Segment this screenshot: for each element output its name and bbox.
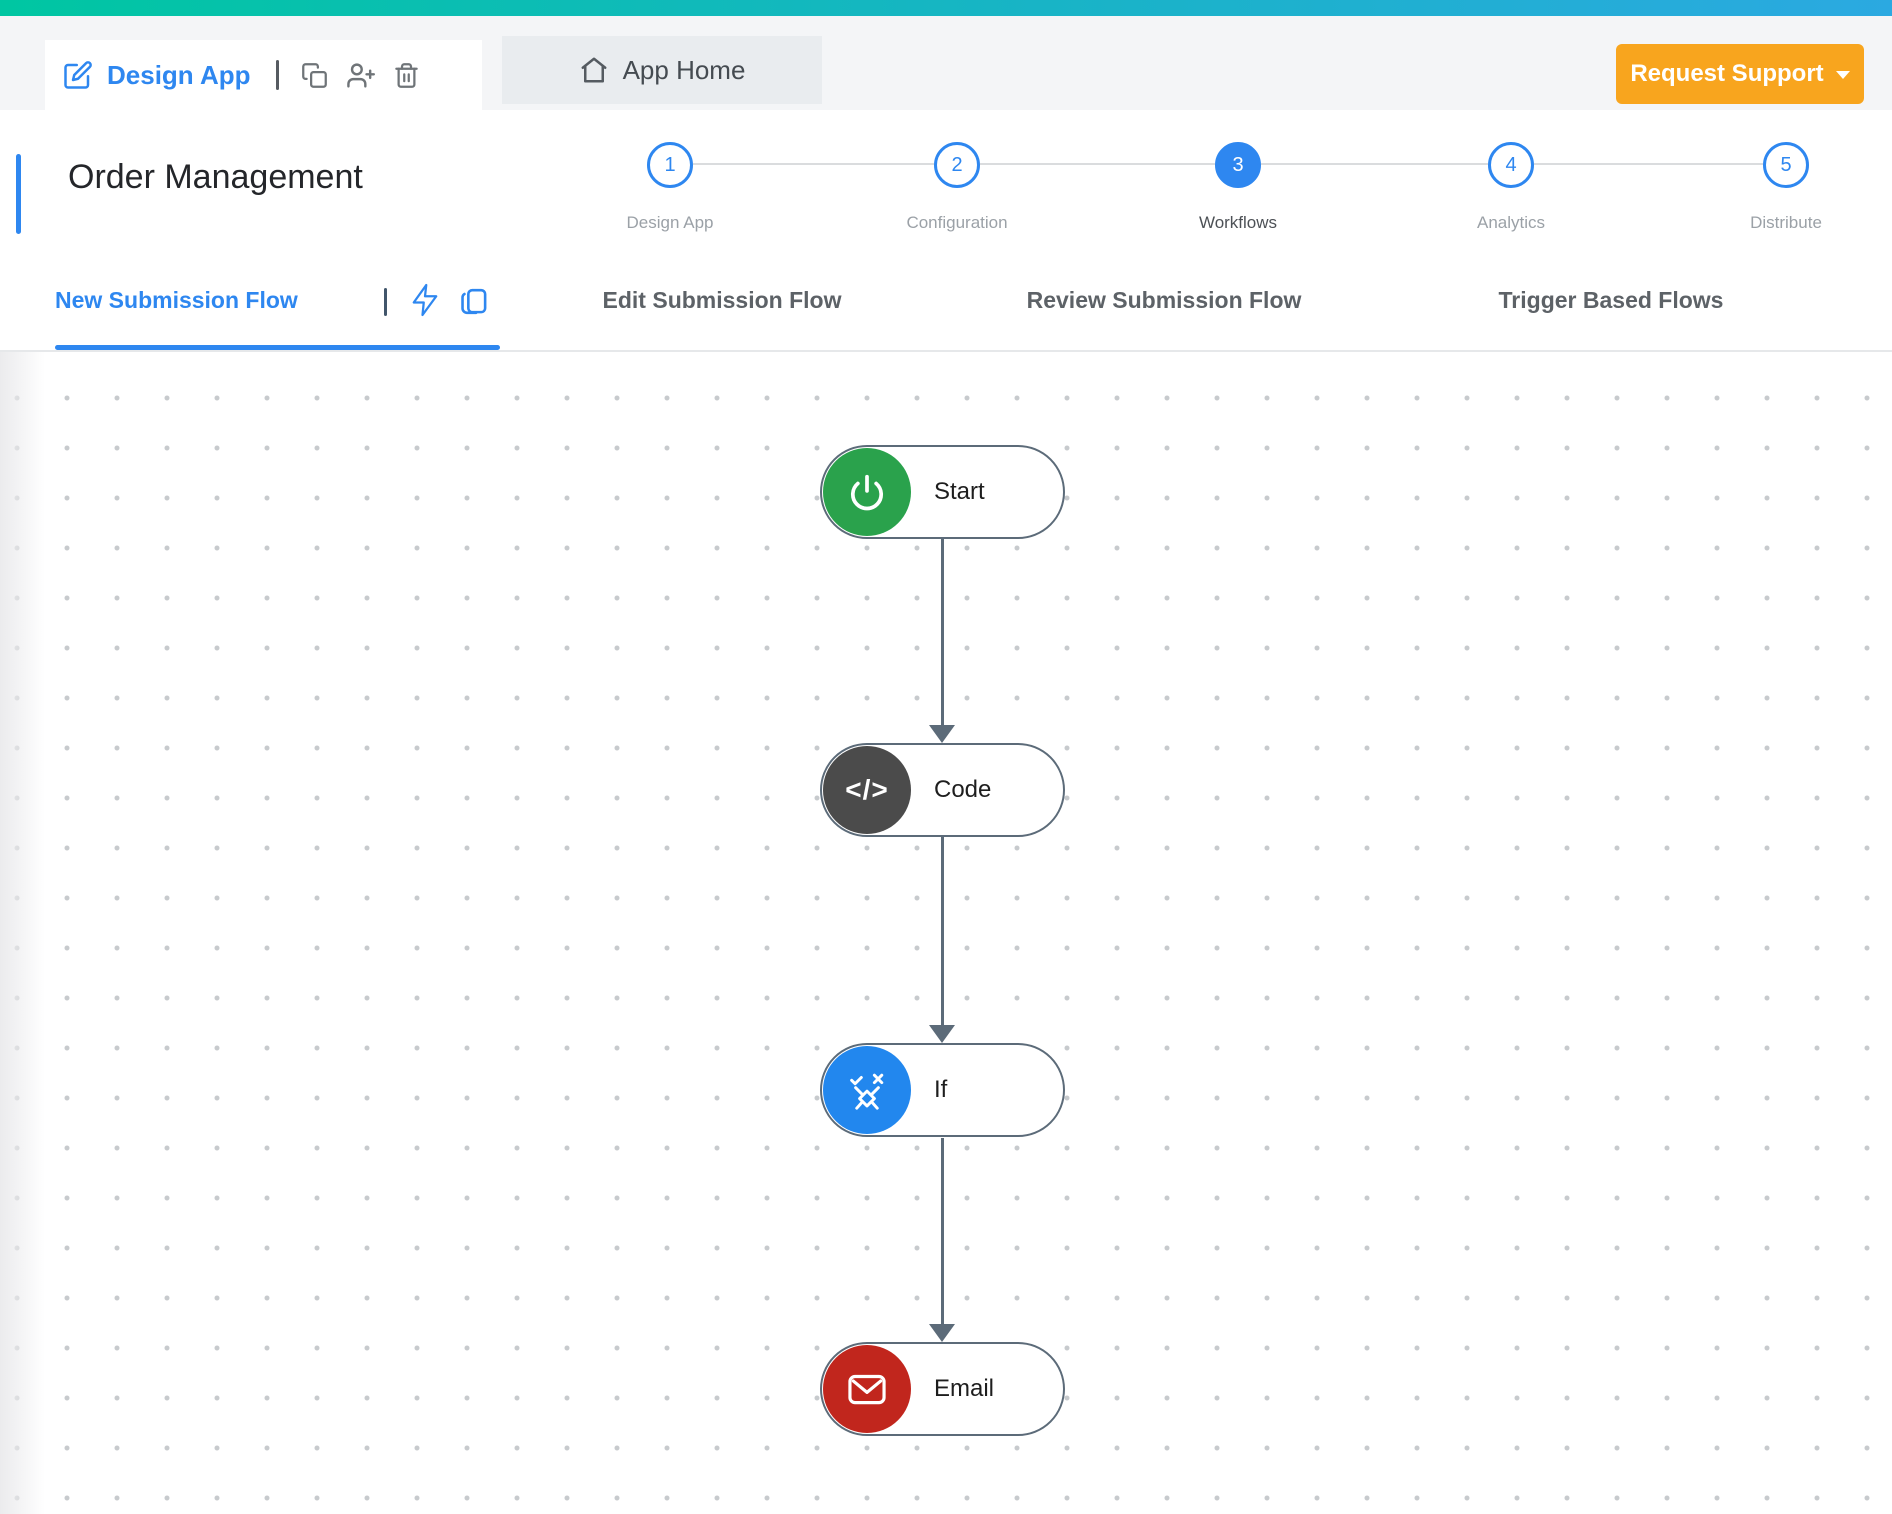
flow-tabs: New Submission Flow Edit Submission Flow… — [0, 250, 1892, 352]
tab-tools-divider — [384, 288, 387, 316]
email-icon — [823, 1345, 911, 1433]
tab-new-submission-flow[interactable]: New Submission Flow — [55, 287, 298, 313]
node-code[interactable]: </> If Code — [820, 743, 1065, 837]
request-support-button[interactable]: Request Support — [1616, 44, 1864, 104]
node-label: If — [934, 1076, 948, 1103]
step-label-analytics: Analytics — [1476, 213, 1546, 232]
title-accent-bar — [16, 154, 21, 234]
tab-review-submission-flow[interactable]: Review Submission Flow — [1026, 287, 1302, 313]
arrowhead-icon — [929, 1324, 955, 1342]
connector-start-code — [941, 539, 944, 727]
node-label: Start — [934, 478, 985, 505]
toolbar-divider — [276, 60, 280, 90]
page-header: Order Management 1 2 3 4 5 Design App Co… — [0, 110, 1892, 250]
arrowhead-icon — [929, 725, 955, 743]
code-icon: </> — [823, 746, 911, 834]
step-circle-configuration[interactable]: 2 — [934, 142, 980, 188]
step-label-configuration: Configuration — [906, 213, 1008, 232]
top-toolbar: Design App — [0, 16, 1892, 110]
code-glyph: </> — [845, 774, 889, 805]
add-user-icon[interactable] — [346, 61, 376, 90]
node-start[interactable]: Start — [820, 445, 1065, 539]
copy-icon[interactable] — [301, 62, 328, 89]
node-if[interactable]: If — [820, 1043, 1065, 1137]
tab-edit-submission-flow[interactable]: Edit Submission Flow — [602, 287, 842, 313]
duplicate-icon[interactable] — [458, 285, 489, 321]
step-label-workflows: Workflows — [1198, 213, 1278, 232]
canvas-left-fade — [0, 352, 45, 1514]
app-home-label: App Home — [622, 54, 746, 85]
edit-pencil-icon[interactable] — [63, 60, 93, 90]
stepper-connector — [693, 163, 934, 165]
branch-condition-icon — [823, 1046, 911, 1134]
home-icon — [579, 55, 609, 85]
active-tab-underline — [55, 345, 500, 350]
design-app-button[interactable]: Design App — [107, 59, 251, 90]
top-gradient-bar — [0, 0, 1892, 16]
workflow-canvas[interactable]: Start </> If Code I — [0, 352, 1892, 1514]
step-label-design-app: Design App — [626, 213, 714, 232]
step-circle-distribute[interactable]: 5 — [1763, 142, 1809, 188]
connector-code-if — [941, 837, 944, 1027]
step-circle-design-app[interactable]: 1 — [647, 142, 693, 188]
connector-if-email — [941, 1138, 944, 1325]
step-label-distribute: Distribute — [1750, 213, 1822, 232]
power-icon — [823, 448, 911, 536]
step-circle-analytics[interactable]: 4 — [1488, 142, 1534, 188]
node-email[interactable]: Email — [820, 1342, 1065, 1436]
request-support-label: Request Support — [1630, 60, 1824, 87]
page-title: Order Management — [68, 158, 363, 196]
app-home-button[interactable]: App Home — [502, 36, 822, 104]
arrowhead-icon — [929, 1025, 955, 1043]
stepper-connector — [1261, 163, 1488, 165]
lightning-icon[interactable] — [410, 283, 440, 322]
stepper-connector — [1534, 163, 1763, 165]
node-label: Code — [934, 776, 992, 803]
dropdown-caret-icon — [1835, 71, 1850, 79]
node-label: Email — [934, 1375, 995, 1402]
design-app-toolbar-card: Design App — [45, 40, 482, 110]
delete-icon[interactable] — [393, 62, 420, 89]
step-circle-workflows[interactable]: 3 — [1215, 142, 1261, 188]
tab-trigger-based-flows[interactable]: Trigger Based Flows — [1498, 287, 1724, 313]
stepper-connector — [980, 163, 1215, 165]
